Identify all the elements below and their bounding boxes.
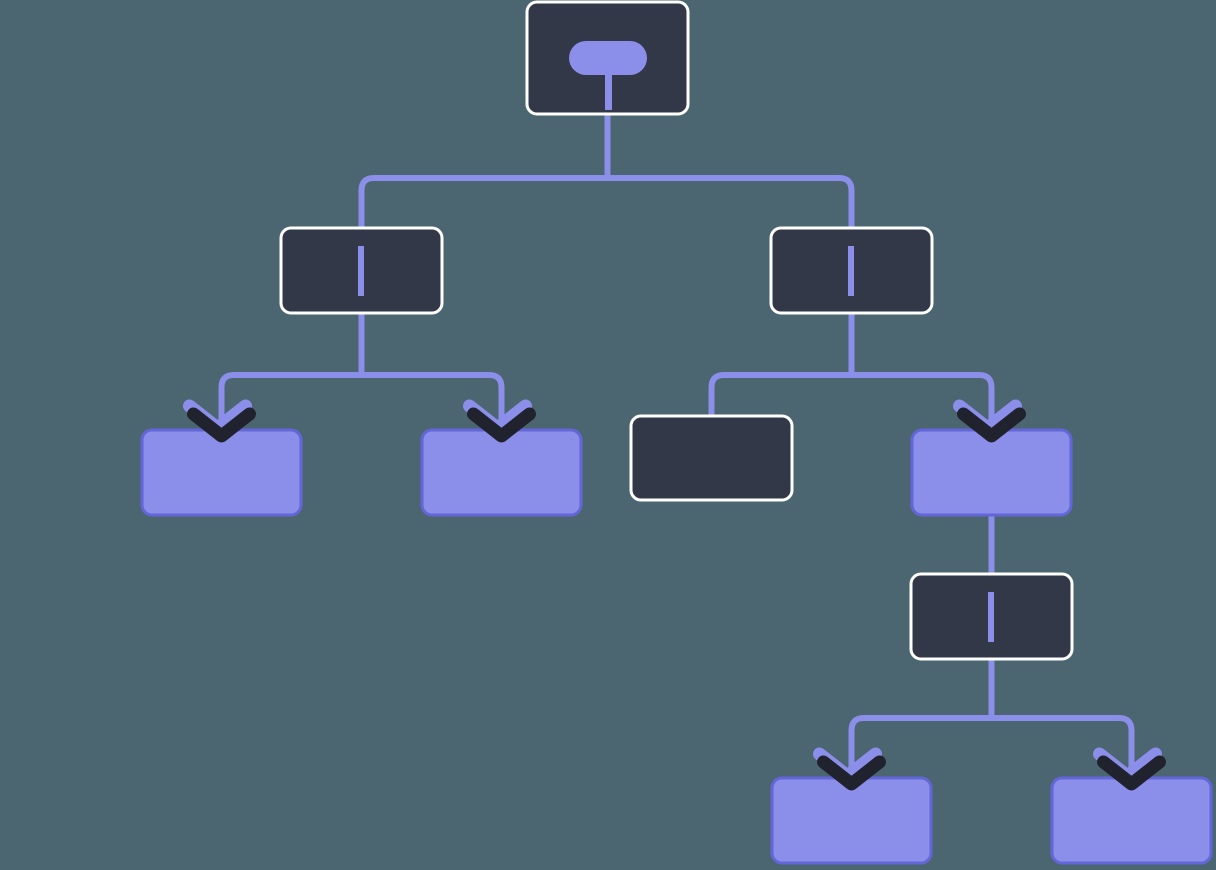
- edge-root-to-branch-right[interactable]: [607, 175, 855, 228]
- root-node-pill-glyph: [569, 41, 647, 75]
- edge-sub-branch-to-leaf-3[interactable]: [848, 715, 992, 784]
- arrowheads-layer: [183, 386, 1166, 791]
- root-node-stem-glyph: [605, 70, 612, 110]
- mid-node-purple-shape: [910, 428, 1073, 517]
- arrowhead-leaf-3-chevron-down-icon: [817, 755, 886, 791]
- nodes-layer: [140, 0, 1213, 865]
- arrowhead-leaf-1-chevron-down-icon: [187, 407, 256, 443]
- arrowhead-mid-chevron-down-icon: [957, 407, 1026, 443]
- arrowhead-leaf-2-chevron-down-icon: [467, 407, 536, 443]
- sub-branch-node-bar-glyph: [988, 592, 994, 642]
- edge-root-to-branch-left[interactable]: [358, 175, 608, 228]
- leaf-node-1[interactable]: [140, 428, 303, 517]
- edge-sub-branch-to-leaf-4[interactable]: [991, 715, 1135, 784]
- leaf-node-3-shape: [770, 776, 933, 865]
- node-overlines-layer: [358, 41, 994, 642]
- leaf-node-4[interactable]: [1050, 776, 1213, 865]
- leaf-node-1-shape: [140, 428, 303, 517]
- arrowhead-leaf-1[interactable]: [183, 386, 256, 443]
- arrowhead-leaf-4[interactable]: [1093, 734, 1166, 791]
- leaf-node-2[interactable]: [420, 428, 583, 517]
- branch-node-right-bar-glyph: [848, 246, 854, 296]
- edge-branch-right-to-terminal[interactable]: [708, 372, 852, 416]
- arrowhead-leaf-4-chevron-down-icon: [1097, 755, 1166, 791]
- mid-node-purple[interactable]: [910, 428, 1073, 517]
- arrowhead-leaf-3[interactable]: [813, 734, 886, 791]
- terminal-node-dark-shape: [629, 414, 794, 502]
- terminal-node-dark[interactable]: [629, 414, 794, 502]
- leaf-node-4-shape: [1050, 776, 1213, 865]
- leaf-node-2-shape: [420, 428, 583, 517]
- arrowhead-mid[interactable]: [953, 386, 1026, 443]
- branch-node-left-bar-glyph: [358, 246, 364, 296]
- arrowhead-leaf-2[interactable]: [463, 386, 536, 443]
- leaf-node-3[interactable]: [770, 776, 933, 865]
